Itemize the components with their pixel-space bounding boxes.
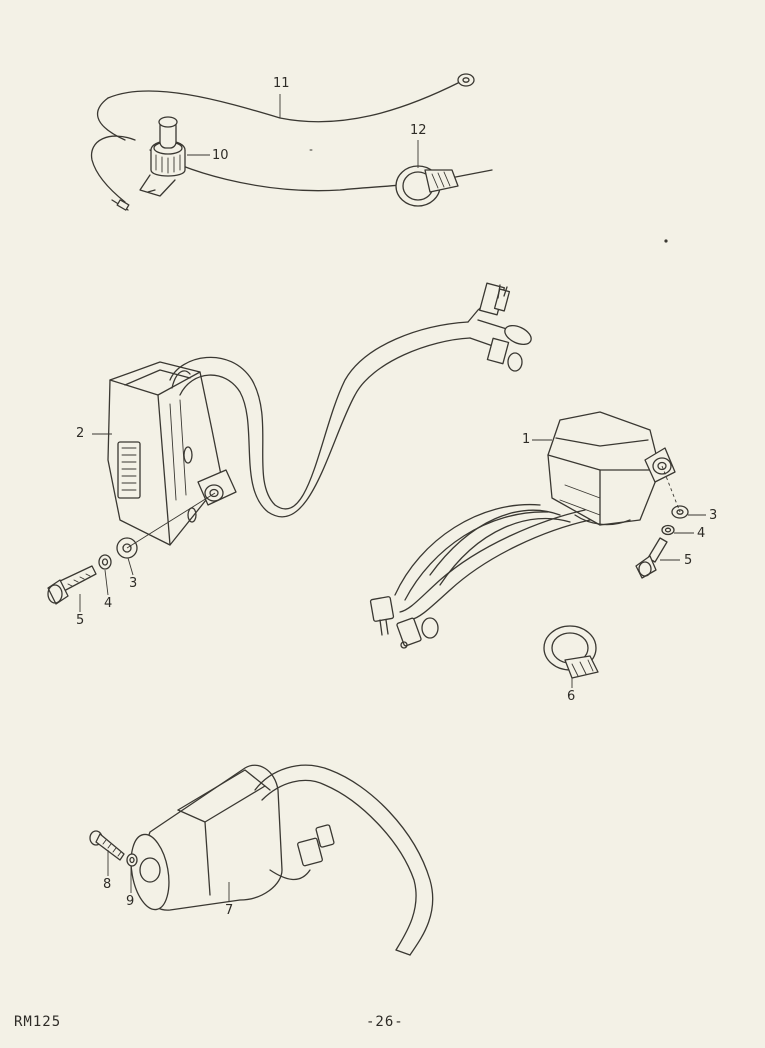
cdi-unit-2: [107, 361, 237, 546]
callout-2: 2: [76, 426, 85, 441]
callout-1: 1: [522, 432, 531, 447]
callout-7: 7: [225, 903, 234, 918]
bolt-8: [89, 830, 125, 861]
lock-washer-4-right: [661, 524, 675, 536]
callout-6: 6: [567, 689, 576, 704]
callout-9: 9: [126, 894, 135, 909]
lock-washer-4-left: [98, 554, 112, 570]
page-number: -26-: [366, 1014, 404, 1030]
callout-4-left: 4: [104, 596, 113, 611]
bolt-5-right: [635, 537, 668, 579]
callout-5-left: 5: [76, 613, 85, 628]
regulator-cables: [369, 503, 591, 649]
cdi-connectors: [479, 282, 532, 372]
leader-4-left: [104, 569, 109, 596]
callout-3-right: 3: [709, 508, 718, 523]
regulator-rectifier-1: [547, 411, 676, 526]
washer-9: [126, 853, 138, 867]
leader-3-left: [127, 557, 134, 576]
model-code: RM125: [14, 1014, 62, 1030]
bolt-5-left: [47, 565, 97, 605]
ignition-coil-7: [130, 764, 434, 956]
callout-4-right: 4: [697, 526, 706, 541]
callout-8: 8: [103, 877, 112, 892]
callout-10: 10: [212, 148, 229, 163]
cdi-cable: [169, 299, 511, 518]
engine-stop-switch-10: [111, 116, 186, 211]
wire-clamp-12: [395, 165, 459, 207]
callout-11: 11: [273, 76, 290, 91]
callout-12: 12: [410, 123, 427, 138]
callout-5-right: 5: [684, 553, 693, 568]
wire-band-clamp-6: [543, 625, 599, 679]
callout-3-left: 3: [129, 576, 138, 591]
